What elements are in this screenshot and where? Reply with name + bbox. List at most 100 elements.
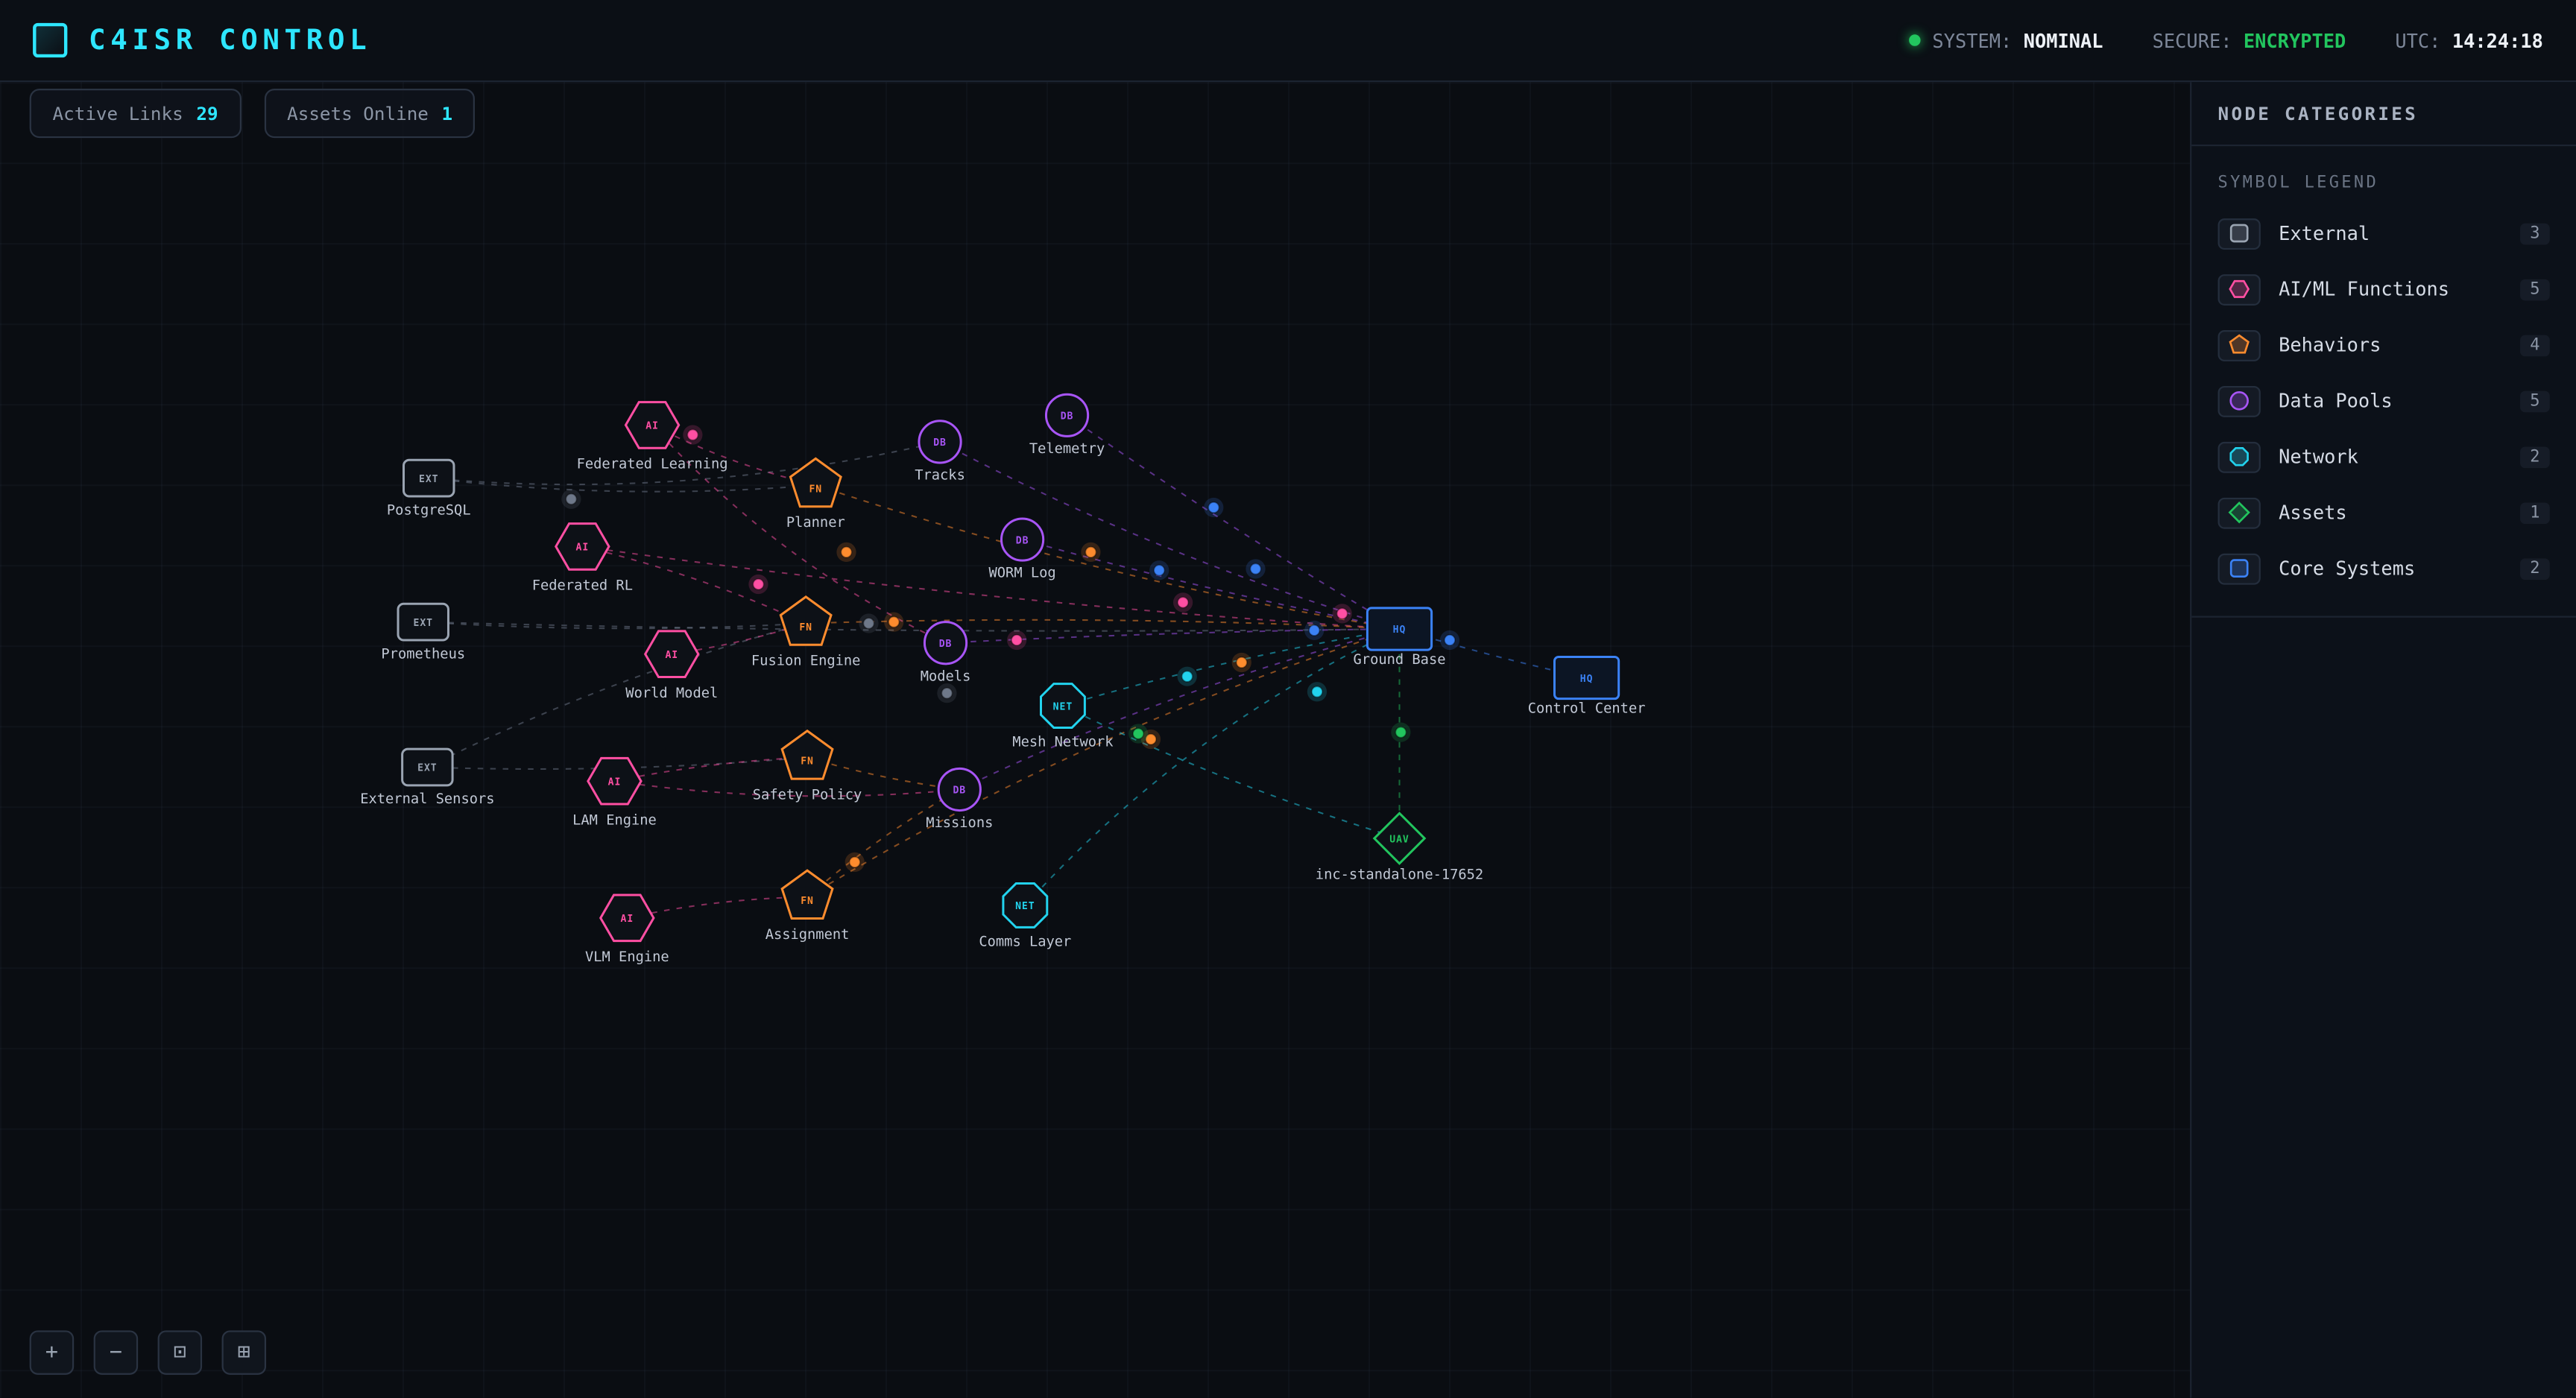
edge-prometheus-fusion-engine [423, 621, 806, 630]
node-code: AI [576, 543, 590, 554]
edge-worm-log-ground-base [1022, 539, 1400, 630]
packet-dot [1177, 596, 1190, 609]
node-tracks[interactable]: DB Tracks [915, 420, 965, 484]
hexagon-node-icon [599, 893, 655, 943]
packet-dot [752, 578, 765, 591]
node-code: DB [1016, 535, 1029, 546]
node-label: World Model [625, 686, 718, 701]
node-label: Safety Policy [753, 788, 862, 803]
hq-node-icon [1366, 607, 1433, 651]
pentagon-node-icon [780, 869, 834, 920]
edge-federated-rl-ground-base [582, 545, 1400, 630]
packet-dot [848, 855, 861, 868]
node-planner[interactable]: FN Planner [786, 457, 845, 531]
edge-lam-engine-safety-policy [614, 756, 808, 782]
node-code: FN [809, 484, 822, 495]
packet-dot [1132, 727, 1145, 740]
node-label: Mesh Network [1012, 734, 1113, 750]
assets-online-label: Assets Online [287, 102, 429, 124]
packet-dot [1249, 563, 1262, 575]
legend-count-badge: 2 [2520, 446, 2550, 468]
toggle-grid-button[interactable]: ⊞ [221, 1330, 267, 1375]
node-code: AI [608, 777, 622, 788]
edge-mesh-network-uav [1062, 705, 1400, 840]
utc-value: 14:24:18 [2452, 28, 2543, 52]
node-label: Tracks [915, 467, 965, 483]
legend-count-badge: 4 [2520, 334, 2550, 356]
diamond-node-icon [1372, 812, 1427, 865]
system-value: NOMINAL [2023, 28, 2103, 52]
node-code: NET [1015, 901, 1035, 912]
brand: C4ISR CONTROL [33, 22, 371, 58]
zoom-out-button[interactable]: − [93, 1330, 139, 1375]
assets-online-value: 1 [441, 102, 453, 124]
secure-status: SECURE: ENCRYPTED [2153, 29, 2346, 52]
node-label: WORM Log [989, 566, 1056, 581]
system-ok-dot-icon [1909, 34, 1922, 46]
circle-node-icon [1044, 393, 1090, 437]
legend-item-behaviors[interactable]: Behaviors 4 [2191, 317, 2576, 373]
fit-view-button[interactable]: ⊡ [157, 1330, 203, 1375]
legend-label: Core Systems [2279, 557, 2416, 581]
system-status: SYSTEM: NOMINAL [1909, 28, 2103, 52]
node-label: Control Center [1528, 700, 1646, 716]
diamond-legend-icon [2217, 496, 2261, 528]
utc-label: UTC: [2395, 28, 2441, 52]
node-code: DB [933, 437, 947, 449]
square-glyph [2229, 224, 2249, 243]
node-label: Prometheus [381, 646, 465, 662]
octagon-legend-icon [2217, 440, 2261, 472]
packet-dot [888, 616, 900, 628]
packet-dot [1144, 733, 1158, 746]
legend-divider [2191, 616, 2576, 618]
node-label: VLM Engine [585, 949, 669, 965]
circle-legend-icon [2217, 385, 2261, 417]
active-links-value: 29 [196, 102, 218, 124]
status-bar: SYSTEM: NOMINAL SECURE: ENCRYPTED UTC: 1… [1909, 28, 2543, 52]
edge-postgresql-tracks [429, 440, 941, 486]
zoom-in-button[interactable]: + [29, 1330, 75, 1375]
node-code: AI [645, 421, 659, 432]
octagon-node-icon [1040, 683, 1086, 729]
legend-label: Data Pools [2279, 389, 2393, 413]
node-worm-log[interactable]: DB WORM Log [989, 517, 1056, 581]
circle-node-icon [918, 420, 962, 464]
active-links-label: Active Links [52, 102, 183, 124]
node-label: Telemetry [1029, 441, 1105, 457]
node-label: Planner [786, 515, 845, 531]
legend-label: Behaviors [2279, 333, 2381, 357]
hexagon-node-icon [587, 756, 643, 806]
octagon-node-icon [1002, 882, 1049, 929]
legend-label: External [2279, 221, 2370, 245]
edge-federated-rl-fusion-engine [582, 545, 806, 624]
packet-dot [565, 493, 578, 505]
